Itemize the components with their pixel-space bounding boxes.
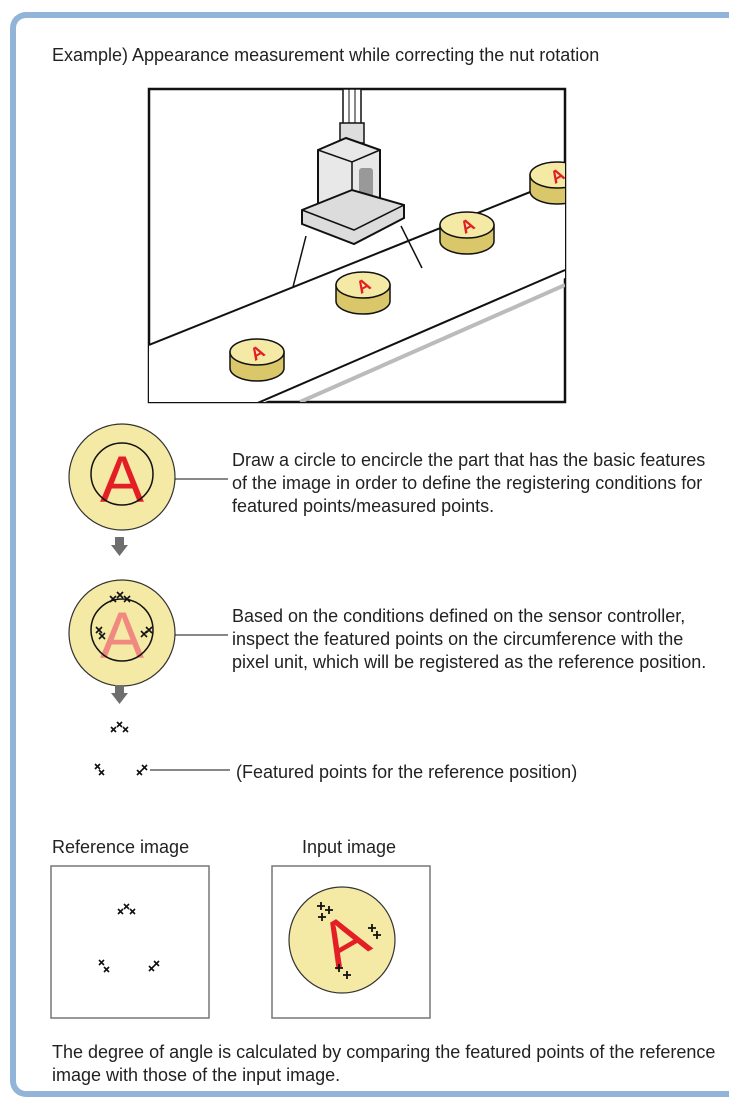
down-arrow-2 — [111, 685, 128, 704]
figure-title: Example) Appearance measurement while co… — [52, 45, 600, 65]
nut-2: A — [335, 271, 391, 315]
down-arrow-1 — [111, 537, 128, 556]
step1-description: Draw a circle to encircle the part that … — [232, 450, 706, 516]
conveyor-illustration: A A A A — [147, 87, 567, 404]
step2-nut-circle: A — [68, 579, 228, 687]
conclusion-text: The degree of angle is calculated by com… — [52, 1042, 716, 1085]
nut-3: A — [439, 211, 495, 255]
svg-text:A: A — [100, 598, 144, 672]
step1-nut-circle: A — [68, 423, 228, 531]
reference-image-label: Reference image — [52, 837, 190, 857]
reference-image-box — [50, 865, 210, 1019]
step2-description: Based on the conditions defined on the s… — [232, 606, 707, 672]
nut-1: A — [229, 338, 285, 382]
featured-points-label: (Featured points for the reference posit… — [236, 762, 578, 782]
nut-4: A — [529, 161, 565, 205]
input-image-box: A — [271, 865, 431, 1019]
featured-points — [94, 721, 148, 776]
input-image-label: Input image — [302, 837, 397, 857]
svg-text:A: A — [100, 442, 144, 516]
